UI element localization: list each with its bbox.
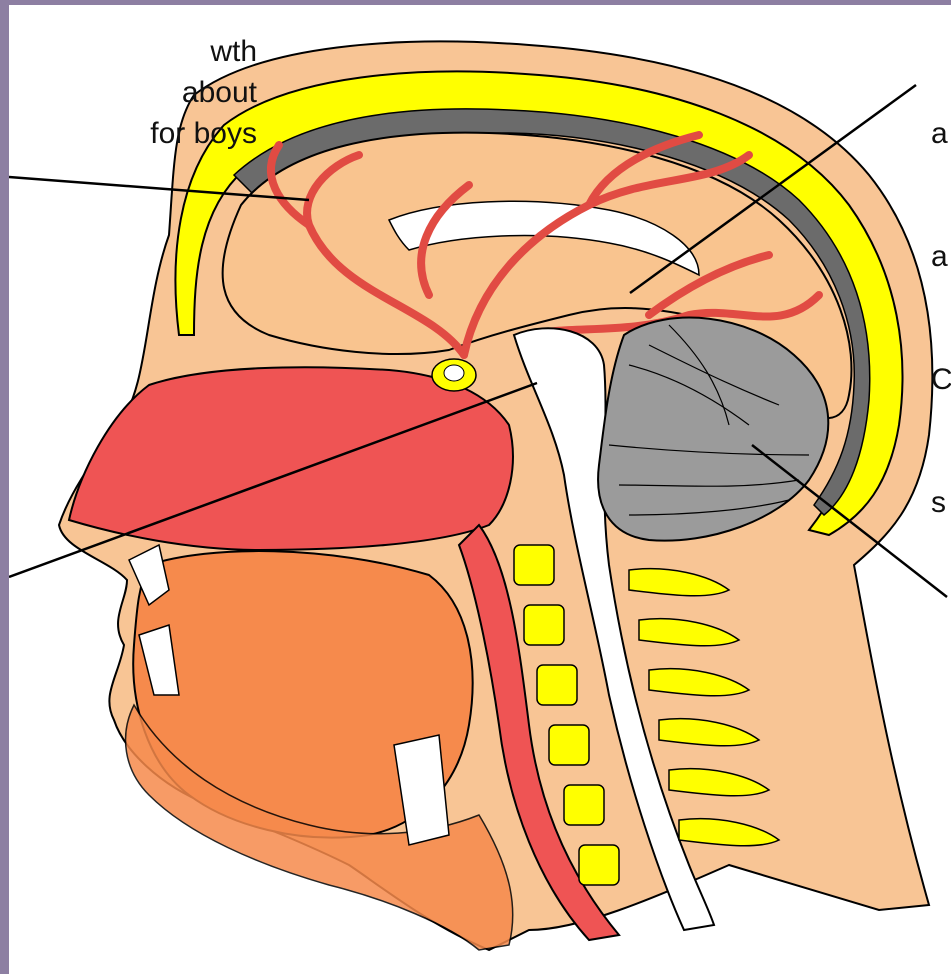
callout-top-right-line-4: s: [931, 482, 951, 523]
callout-top-left-line-1: wth: [210, 31, 257, 72]
callout-top-right-line-2: a: [931, 236, 951, 277]
callout-top-right-line-3: C: [931, 359, 951, 400]
callout-top-right: a a C s: [931, 31, 951, 605]
slide: wth about for boys a a C s: [9, 5, 951, 974]
pituitary-core: [444, 365, 464, 381]
callout-top-left-line-3: for boys: [150, 113, 257, 154]
callout-top-left-line-2: about: [182, 72, 257, 113]
callout-top-right-line-1: a: [931, 113, 951, 154]
